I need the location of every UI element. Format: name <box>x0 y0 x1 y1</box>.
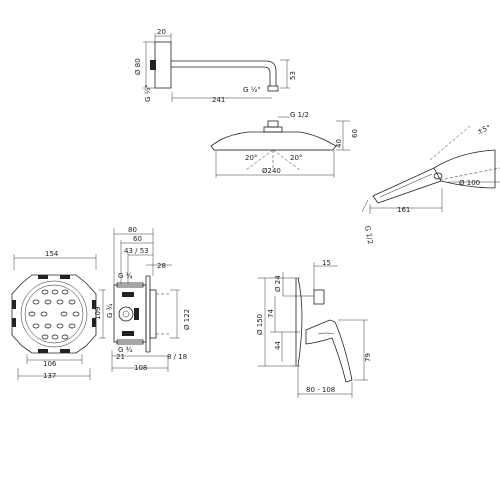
shower-arm-outlet <box>267 85 279 92</box>
basic-set-side-width: 108 <box>134 364 147 372</box>
overhead-shower-height-label: 60 <box>351 129 359 138</box>
mixer-projection: 80 - 108 <box>306 386 335 394</box>
mixer-rosette <box>295 277 303 367</box>
mixer-offset-74: 74 <box>267 309 275 318</box>
basic-set-side-thread-side: G ¾ <box>106 303 114 318</box>
basic-set-side-depth-range: 43 / 53 <box>124 247 149 255</box>
mixer-lever <box>305 319 353 383</box>
hand-shower-diameter-label: Ø 100 <box>459 179 480 187</box>
overhead-shower-drawing: 20° 20° G 1/2 60 40 Ø240 <box>210 111 359 178</box>
overhead-shower-thickness-label: 40 <box>335 139 343 148</box>
mixer-offset-44: 44 <box>274 341 282 350</box>
hand-shower-angle-label: ±5° <box>476 124 492 136</box>
hand-shower-length-label: 161 <box>397 206 410 214</box>
basic-set-side-depth-mid: 60 <box>133 235 142 243</box>
basic-set-side-plate <box>145 275 151 353</box>
mixer-cartridge <box>313 289 325 305</box>
shower-arm-thread-label: G ½" <box>144 84 152 102</box>
hand-shower-spray-button <box>433 172 443 180</box>
overhead-shower-neck <box>263 126 283 133</box>
basic-set-front-height-label: 109 <box>94 307 102 320</box>
shower-arm-length-label: 241 <box>212 96 225 104</box>
basic-set-front-bottom-inner-label: 106 <box>43 360 57 368</box>
basic-set-side-thread-top: G ¾ <box>118 272 133 280</box>
overhead-shower-head-body <box>210 131 337 151</box>
hand-shower-head <box>433 149 496 189</box>
basic-set-side-valve <box>118 306 134 322</box>
basic-set-side-collar: 28 <box>157 262 166 270</box>
shower-arm-drop-label: 53 <box>289 71 297 80</box>
basic-set-front-bottom-total-label: 137 <box>43 372 56 380</box>
basic-set-front-body <box>11 274 97 354</box>
basic-set-front-drawing: 154 109 106 137 <box>11 250 106 380</box>
mixer-lever-depth: 15 <box>322 259 331 267</box>
overhead-shower-joint <box>267 120 279 128</box>
overhead-shower-diameter-label: Ø240 <box>262 167 281 175</box>
basic-set-side-bottom-right: 8 / 18 <box>167 353 187 361</box>
mixer-lever-height: 79 <box>364 353 372 362</box>
mixer-lever-diameter: Ø 24 <box>274 275 282 292</box>
basic-set-side-thread-bottom: G ¾ <box>118 346 133 354</box>
basic-set-front-ring <box>20 280 88 348</box>
hand-shower-drawing: ±5° Ø 100 161 G 1/2 <box>361 124 500 245</box>
basic-set-side-diameter: Ø 122 <box>183 309 191 330</box>
basic-set-side-depth-total: 80 <box>128 226 137 234</box>
basic-set-front-holes <box>28 289 80 340</box>
mixer-rosette-diameter: Ø 150 <box>256 314 264 335</box>
shower-arm-diameter-label: Ø 80 <box>134 58 142 75</box>
hand-shower-thread-label: G 1/2 <box>363 225 374 245</box>
shower-arm-pipe <box>171 60 277 86</box>
hand-shower-handle <box>372 167 442 204</box>
shower-arm-thread-end-label: G ½" <box>243 86 261 94</box>
mixer-drawing: Ø 24 Ø 150 74 44 15 79 80 - 108 <box>256 259 372 398</box>
basic-set-side-drawing: G ¾ G ¾ G ¾ 80 60 43 / 53 28 Ø 122 21 8 … <box>106 226 191 372</box>
shower-arm-inlet <box>150 60 156 70</box>
overhead-shower-angle-left: 20° <box>245 154 257 162</box>
basic-set-side-bottom-left: 21 <box>116 353 125 361</box>
shower-arm-depth-label: 20 <box>157 28 166 36</box>
overhead-shower-thread-label: G 1/2 <box>290 111 309 119</box>
shower-arm-drawing: 20 Ø 80 G ½" 241 53 G ½" <box>134 28 297 104</box>
shower-arm-wall-rosette <box>154 41 172 89</box>
overhead-shower-angle-right: 20° <box>290 154 302 162</box>
basic-set-front-width-label: 154 <box>45 250 59 258</box>
